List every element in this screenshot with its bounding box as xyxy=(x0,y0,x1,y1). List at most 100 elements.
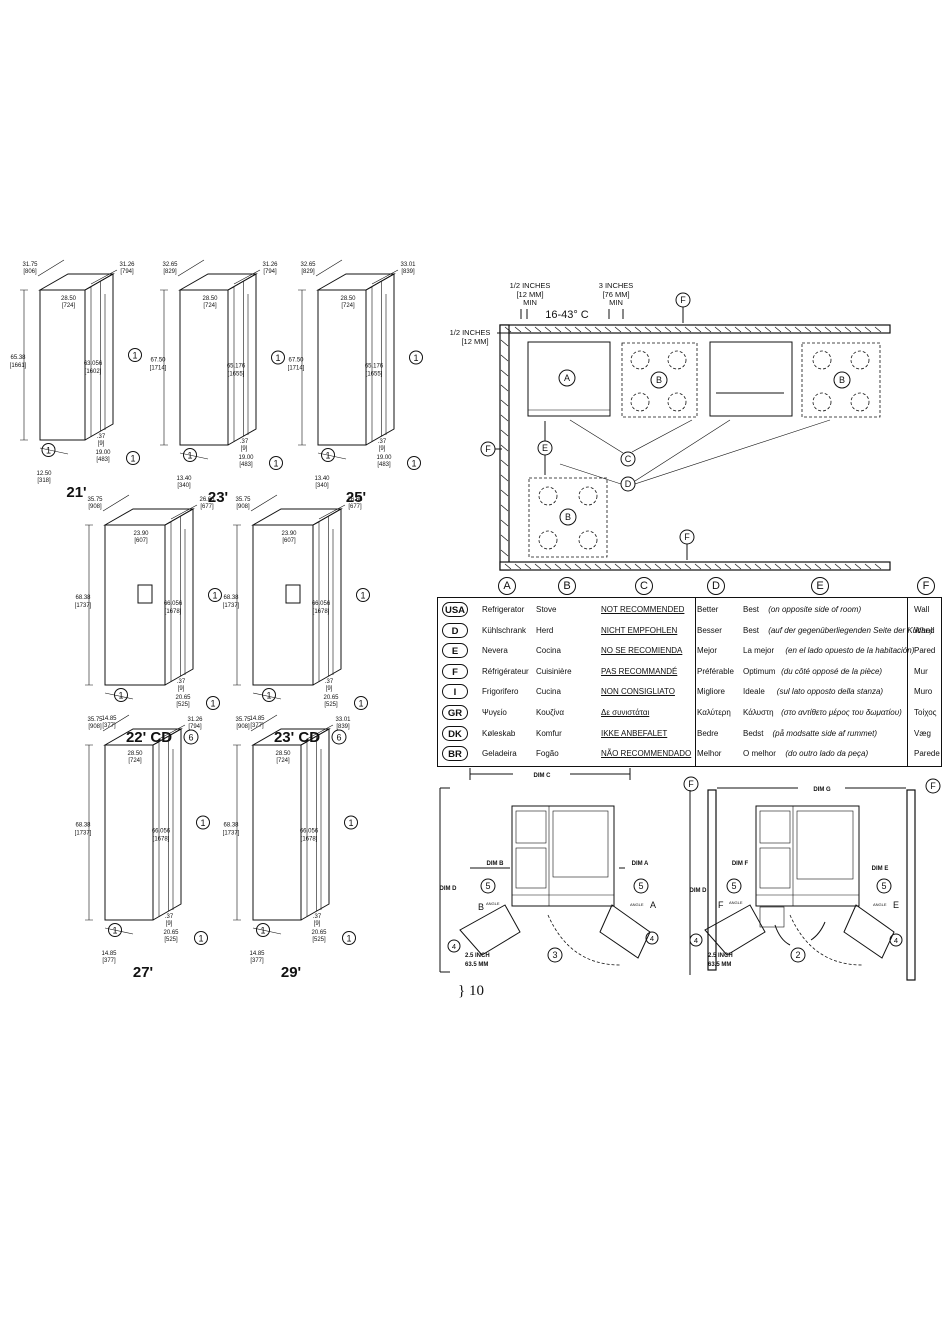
svg-text:F: F xyxy=(680,295,686,305)
legend-cell-e-note: (sul lato opposto della stanza) xyxy=(776,687,884,697)
door-width-value: 19.00 xyxy=(376,455,392,461)
top-dim-lines xyxy=(102,714,186,740)
gap-mm: [9] xyxy=(98,441,105,447)
header-d: D xyxy=(707,577,725,595)
base-value: 14.85 xyxy=(101,951,117,957)
marker-1-side xyxy=(208,588,222,602)
height-line xyxy=(85,524,93,686)
marker-5-left xyxy=(480,878,496,894)
legend-cell-c: NICHT EMPFOHLEN xyxy=(601,625,678,635)
inner-height-value: 66.056 xyxy=(152,829,171,835)
base-value: 14.85 xyxy=(101,716,117,722)
model-title: 22' CD xyxy=(126,729,172,746)
legend-cell-d: Besser xyxy=(697,625,722,635)
header-e: E xyxy=(811,577,829,595)
width-value: 35.75 xyxy=(87,717,103,723)
marker-1-front xyxy=(183,448,197,462)
door-depth-mm: [607] xyxy=(282,538,296,544)
inner-height-value: 66.056 xyxy=(312,601,331,607)
wall-right xyxy=(906,789,916,981)
door-depth-value: 28.50 xyxy=(340,296,356,302)
depth-mm: [794] xyxy=(188,724,202,730)
legend-cell-a: Frigorifero xyxy=(482,687,519,697)
legend-cell-d: Migliore xyxy=(697,687,726,697)
header-f: F xyxy=(917,577,935,595)
height-line xyxy=(85,744,93,921)
marker-1-front xyxy=(256,923,270,937)
marker-1-front xyxy=(114,688,128,702)
door-width-value: 20.65 xyxy=(323,695,339,701)
legend-cell-e: Best xyxy=(743,625,760,635)
fridge-side xyxy=(312,508,342,686)
height-value: 68.38 xyxy=(75,823,91,829)
marker-1-side-text: 1 xyxy=(132,351,137,361)
door-depth-mm: [724] xyxy=(276,758,290,764)
gap-value: .37 xyxy=(177,679,186,685)
header-a: A xyxy=(498,577,516,595)
angle-a-word: ANGLE xyxy=(630,902,644,907)
gap-mm: [9] xyxy=(241,446,248,452)
fridge-drawing xyxy=(20,259,118,455)
drawer-arrows xyxy=(774,921,826,946)
marker-6-text: 6 xyxy=(336,733,341,743)
gap-marker-right xyxy=(608,309,624,319)
door-depth-value: 28.50 xyxy=(275,751,291,757)
legend-cell-d: Better xyxy=(697,605,719,614)
legend-cell-e: O melhor xyxy=(743,749,776,759)
base-value: 13.40 xyxy=(314,476,330,482)
gap-value: .37 xyxy=(325,679,334,685)
fridge-drawing xyxy=(160,259,261,460)
inner-height-value: 66.056 xyxy=(300,829,319,835)
height-value: 67.50 xyxy=(288,358,304,364)
angle-b-word: ANGLE xyxy=(486,901,500,906)
base-mm: [340] xyxy=(315,483,329,489)
marker-1-front-text: 1 xyxy=(266,691,271,701)
marker-1-front-text: 1 xyxy=(118,691,123,701)
width-mm: [908] xyxy=(88,504,102,510)
legend-cell-f: Parede xyxy=(914,749,940,759)
legend-cell-e-note: (på modsatte side af rummet) xyxy=(772,728,877,738)
height-line xyxy=(233,744,241,921)
legend-cell-e: Ideale xyxy=(743,687,765,697)
legend-cell-e: Κάλυστη xyxy=(743,708,774,717)
top-dim-lines xyxy=(102,494,198,520)
page-number: } 10 xyxy=(458,983,484,999)
door-split xyxy=(164,516,181,682)
marker-1-bottom-text: 1 xyxy=(210,699,215,709)
door-swing-left: DIM C DIM D DIM B DIM A 5 5 B ANGLE A AN… xyxy=(439,768,659,973)
mm-label-left: 63.5 MM xyxy=(465,962,488,968)
svg-text:4: 4 xyxy=(650,934,654,943)
legend-cell-c: PAS RECOMMANDÉ xyxy=(601,666,678,676)
marker-1-bottom xyxy=(354,696,368,710)
fridge-side xyxy=(152,728,182,921)
width-value: 35.75 xyxy=(87,497,103,503)
inch-label-right: 2.5 INCH xyxy=(708,953,733,959)
width-value: 31.75 xyxy=(22,262,38,268)
width-mm: [829] xyxy=(301,269,315,275)
height-line xyxy=(233,524,241,686)
door-width-value: 20.65 xyxy=(163,930,179,936)
svg-text:B: B xyxy=(839,375,845,385)
half-inch-label: 1/2 INCHES xyxy=(510,281,551,290)
legend-cell-f: Væg xyxy=(914,728,931,738)
angle-f-letter: F xyxy=(718,900,724,910)
gap-mm: [9] xyxy=(314,921,321,927)
svg-text:B: B xyxy=(565,512,571,522)
door-depth-value: 23.90 xyxy=(133,531,149,537)
legend-cell-f: Wand xyxy=(914,625,935,635)
marker-1-front-text: 1 xyxy=(187,451,192,461)
top-dim-lines xyxy=(37,259,118,285)
marker-5-right xyxy=(633,878,649,894)
model-title: 29' xyxy=(281,964,301,981)
door-split xyxy=(312,516,329,682)
fridge-drawing xyxy=(233,714,334,935)
angle-f-word: ANGLE xyxy=(729,900,743,905)
stove-marker-3 xyxy=(559,508,577,526)
legend-cell-e-note: (do outro lado da peça) xyxy=(785,749,869,759)
legend-cell-e: Best xyxy=(743,605,760,614)
svg-text:A: A xyxy=(564,373,570,383)
